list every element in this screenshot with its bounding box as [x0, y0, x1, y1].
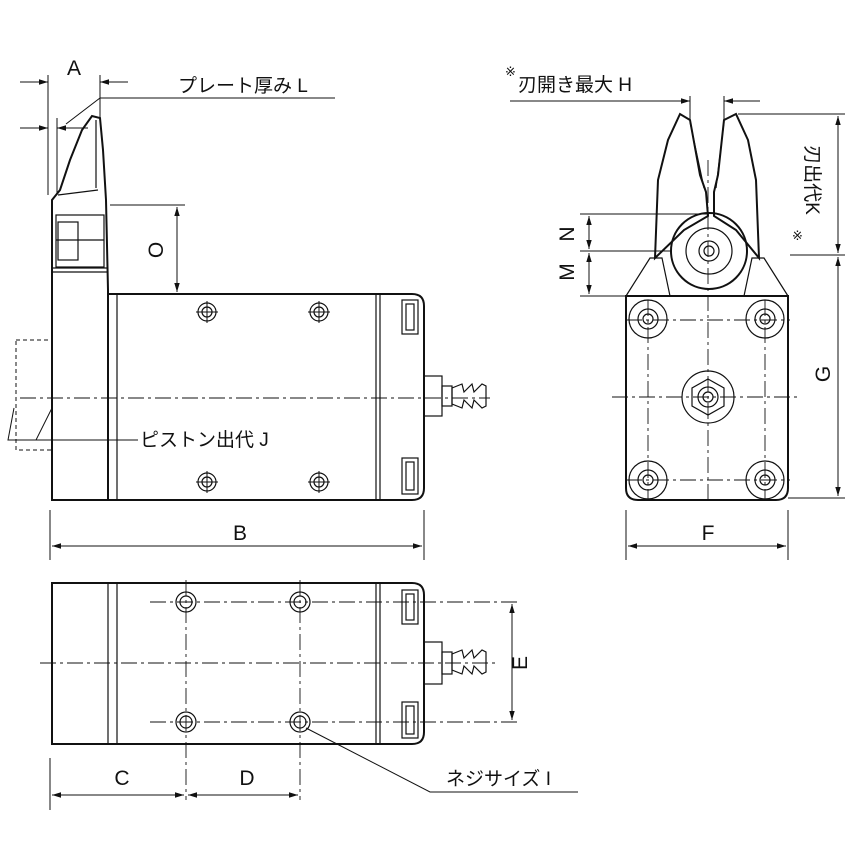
side-air-fitting	[423, 375, 487, 417]
label-blade-protrusion: 刃出代K	[801, 145, 823, 215]
label-piston-travel: ピストン出代 J	[140, 429, 269, 451]
label-c: C	[114, 767, 129, 790]
front-pivot-boss	[670, 212, 748, 290]
label-e: E	[509, 656, 532, 670]
front-right-jaw	[713, 112, 761, 261]
label-max-opening: 刃開き最大 H	[518, 74, 632, 96]
note-mark-k: ※	[792, 228, 803, 243]
side-bottom-fitting	[401, 457, 419, 495]
label-n: N	[556, 226, 579, 241]
note-mark-h: ※	[505, 64, 516, 79]
label-b: B	[233, 522, 247, 545]
side-view: O A プレート厚み L ピストン出代 J B	[7, 57, 490, 560]
label-o: O	[145, 242, 168, 258]
label-screw-size: ネジサイズ I	[446, 768, 551, 790]
blade-clamp	[55, 214, 105, 268]
front-corner-bolts	[628, 299, 785, 500]
piston-stroke-outline	[15, 339, 53, 451]
label-plate-thickness: プレート厚み L	[178, 75, 308, 97]
bottom-main-body	[51, 582, 425, 745]
bottom-screw-holes	[175, 591, 311, 733]
front-view: ※ 刃開き最大 H 刃出代K ※ G N M F	[505, 64, 845, 560]
label-m: M	[556, 263, 579, 281]
side-blade-plate	[51, 114, 109, 501]
label-a: A	[67, 57, 81, 80]
label-f: F	[702, 522, 715, 545]
label-g: G	[812, 366, 835, 382]
bottom-view: E C D ネジサイズ I	[40, 580, 578, 810]
front-main-body	[625, 295, 789, 501]
front-left-jaw	[653, 112, 710, 261]
side-screw-holes	[196, 301, 330, 493]
side-top-fitting	[401, 299, 419, 335]
label-d: D	[239, 767, 254, 790]
